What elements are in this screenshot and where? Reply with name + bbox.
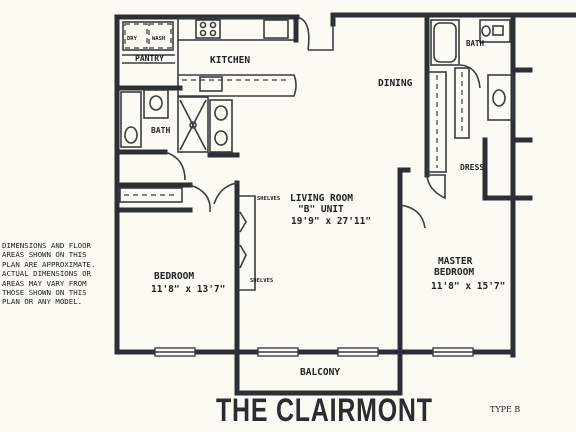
dress-label: DRESS.	[460, 163, 489, 172]
bath-right-label: BATH	[466, 39, 485, 48]
disclaimer-note: DIMENSIONS AND FLOOR AREAS SHOWN ON THIS…	[2, 241, 96, 307]
shelves-bottom-label: SHELVES	[250, 278, 273, 284]
type-label: TYPE B	[490, 405, 521, 414]
master-label-2: BEDROOM	[434, 267, 474, 278]
living-room-dims: 19'9" x 27'11"	[291, 216, 371, 227]
bedroom-dims: 11'8" x 13'7"	[151, 284, 225, 295]
pantry-label: PANTRY	[135, 54, 164, 63]
kitchen-label: KITCHEN	[210, 55, 250, 66]
shelves-top-label: SHELVES	[257, 196, 280, 202]
unit-label: "B" UNIT	[298, 204, 344, 215]
master-label-1: MASTER	[438, 256, 473, 267]
wash-label: WASH	[152, 36, 165, 42]
dry-label: DRY	[127, 36, 138, 42]
living-room-label: LIVING ROOM	[290, 193, 353, 204]
left-bath	[114, 85, 240, 181]
bath-left-label: BATH	[151, 126, 170, 135]
balcony-label: BALCONY	[300, 367, 340, 378]
room-labels: DRY WASH PANTRY KITCHEN DINING BATH BATH…	[127, 36, 505, 378]
windows	[154, 347, 474, 357]
bedroom-label: BEDROOM	[154, 271, 194, 282]
bedroom-closets	[114, 180, 256, 303]
master-dims: 11'8" x 15'7"	[431, 281, 505, 292]
right-bath	[397, 12, 514, 229]
laundry-area	[122, 21, 175, 64]
dining-label: DINING	[378, 78, 413, 89]
plan-title: THE CLAIRMONT	[216, 392, 433, 428]
exterior-walls	[114, 12, 576, 396]
kitchen-area	[177, 14, 334, 97]
